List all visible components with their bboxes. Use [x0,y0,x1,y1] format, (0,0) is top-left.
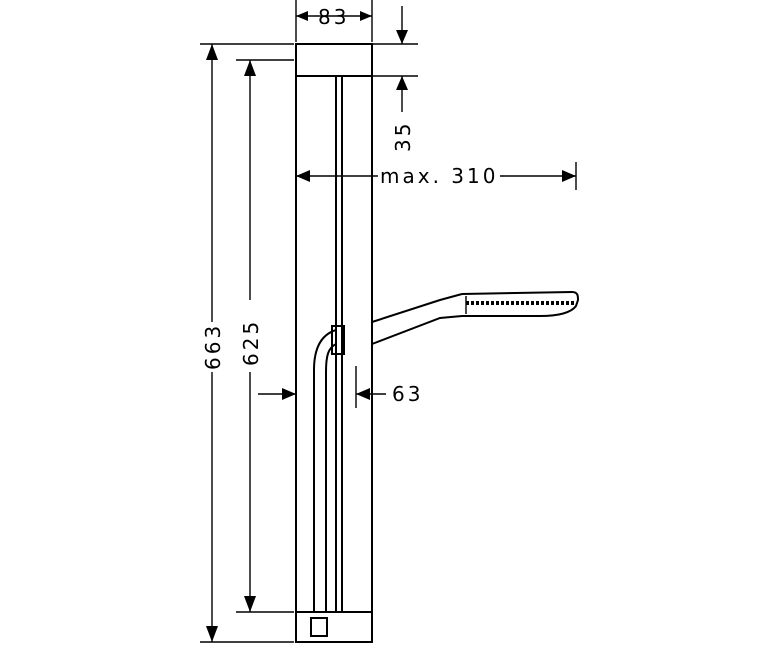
offset-top-label: 35 [391,121,415,152]
dimension-wall-distance: 63 [258,366,423,408]
dimension-width-top: 83 [295,0,373,42]
max-reach-label: max. 310 [380,164,498,188]
total-height-label: 663 [201,323,225,370]
dimension-offset-top: 35 [372,6,418,152]
bottom-wall-bracket [295,611,373,643]
hand-shower [331,290,580,355]
hose-connector [310,617,328,637]
shower-hose [310,329,337,637]
wall-distance-label: 63 [392,382,423,406]
rail-height-label: 625 [239,319,263,366]
shower-rail [295,43,373,643]
dimension-rail-height: 625 [236,59,294,613]
dimension-max-reach: max. 310 [296,162,577,190]
dimension-total-height: 663 [200,43,294,643]
slider [331,325,345,355]
top-wall-bracket [295,43,373,77]
width-top-label: 83 [318,5,349,29]
